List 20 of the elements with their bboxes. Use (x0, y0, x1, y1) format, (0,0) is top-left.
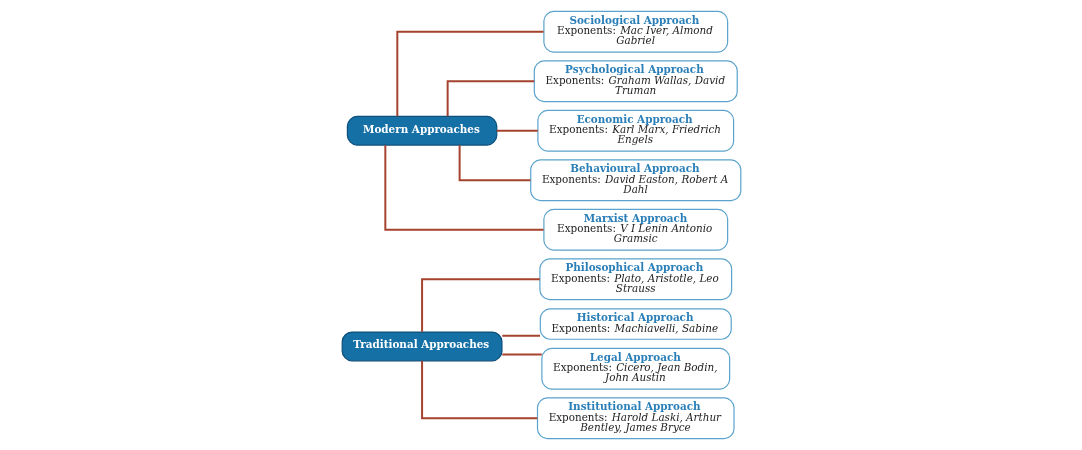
node-box: Historical Approach Exponents: Machiavelli, Sabine (539, 308, 732, 340)
connector (446, 80, 535, 118)
connector (420, 359, 538, 420)
connector (420, 278, 541, 333)
node-box: Legal Approach Exponents: Cicero, Jean Bodin, John Austin (540, 347, 730, 390)
node-box: Behavioural Approach Exponents: David Easton, Robert A Dahl (529, 159, 741, 202)
node-box: Traditional Approaches (341, 331, 503, 362)
node-box: Institutional Approach Exponents: Harold Laski, Arthur Bentley, James Bryce (536, 397, 735, 440)
connector (458, 144, 531, 182)
connector (383, 144, 545, 231)
node-box: Sociological Approach Exponents: Mac Iver, Almond Gabriel (542, 10, 728, 53)
connector (495, 129, 539, 132)
node-box: Psychological Approach Exponents: Graham Wallas, David Truman (533, 60, 738, 103)
node-box: Philosophical Approach Exponents: Plato, Aristotle, Leo Strauss (538, 258, 732, 301)
connector (395, 30, 545, 118)
node-box: Modern Approaches (346, 115, 497, 146)
node-box: Marxist Approach Exponents: V I Lenin Antonio Gramsic (542, 208, 728, 251)
connector (500, 353, 543, 356)
connector (500, 334, 541, 337)
node-box: Economic Approach Exponents: Karl Marx, Friedrich Engels (536, 109, 734, 152)
